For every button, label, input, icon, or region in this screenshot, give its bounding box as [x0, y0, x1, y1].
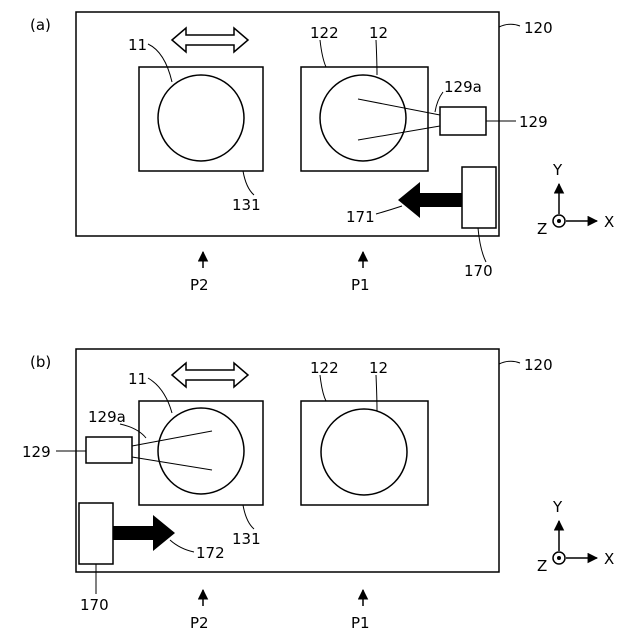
axis-a-x-label: X — [604, 213, 614, 231]
panel-b-tag: (b) — [30, 353, 51, 371]
camera-tip-a-label: 129a — [444, 78, 482, 96]
axes-b: Y X Z — [537, 498, 614, 575]
axis-b-x-label: X — [604, 550, 614, 568]
axis-b-y-label: Y — [552, 498, 563, 516]
stage-left-a — [158, 75, 244, 161]
chamber-a-label: 122 — [310, 24, 339, 42]
stage-right-a-label: 12 — [369, 24, 388, 42]
p1-b-label: P1 — [351, 614, 370, 632]
frame-b-label: 120 — [524, 356, 553, 374]
stage-right-b-leader — [376, 375, 377, 411]
stage-right-b — [321, 409, 407, 495]
arrow-171-leader — [376, 206, 402, 214]
stage-left-a-label: 11 — [128, 36, 147, 54]
camera-tip-b-label: 129a — [88, 408, 126, 426]
chamber-b-label: 122 — [310, 359, 339, 377]
stage-right-b-label: 12 — [369, 359, 388, 377]
plate-b-leader — [243, 505, 254, 529]
arrow-172 — [113, 515, 175, 551]
panel-b: (b) 120 11 131 129a 129 122 12 172 — [22, 349, 614, 632]
double-arrow-a — [172, 28, 248, 52]
panel-a-tag: (a) — [30, 16, 51, 34]
unit-a-leader — [478, 228, 486, 262]
unit-b-label: 170 — [80, 596, 109, 614]
plate-b-label: 131 — [232, 530, 261, 548]
panel-a: (a) 120 11 131 122 12 129a 129 171 — [30, 12, 614, 294]
chamber-a-leader — [320, 40, 326, 67]
stage-left-b — [158, 408, 244, 494]
camera-b-ray-bottom — [132, 457, 212, 470]
axis-a-z-label: Z — [537, 220, 547, 238]
stage-left-a-leader — [148, 44, 172, 82]
unit-b — [79, 503, 113, 564]
camera-b — [86, 437, 132, 463]
stage-left-b-leader — [148, 378, 172, 413]
plate-a-label: 131 — [232, 196, 261, 214]
stage-right-a — [320, 75, 406, 161]
stage-left-b-label: 11 — [128, 370, 147, 388]
axis-a-y-label: Y — [552, 161, 563, 179]
camera-b-ray-top — [132, 431, 212, 446]
plate-a-leader — [243, 171, 254, 195]
chamber-b-leader — [320, 375, 326, 401]
camera-b-label: 129 — [22, 443, 51, 461]
axes-a: Y X Z — [537, 161, 614, 238]
unit-a-label: 170 — [464, 262, 493, 280]
double-arrow-b — [172, 363, 248, 387]
axis-a-z-dot — [557, 219, 561, 223]
frame-b-leader — [499, 361, 520, 364]
p1-a-label: P1 — [351, 276, 370, 294]
axis-b-z-label: Z — [537, 557, 547, 575]
camera-a-label: 129 — [519, 113, 548, 131]
p2-b-label: P2 — [190, 614, 209, 632]
stage-right-a-leader — [376, 40, 377, 75]
chamber-box-b — [301, 401, 428, 505]
p2-a-label: P2 — [190, 276, 209, 294]
arrow-171-label: 171 — [346, 208, 375, 226]
camera-a — [440, 107, 486, 135]
arrow-172-leader — [170, 540, 194, 552]
arrow-172-label: 172 — [196, 544, 225, 562]
camera-tip-b-leader — [120, 424, 146, 438]
arrow-171 — [398, 182, 462, 218]
unit-a — [462, 167, 496, 228]
frame-a-label: 120 — [524, 19, 553, 37]
axis-b-z-dot — [557, 556, 561, 560]
frame-a-leader — [499, 24, 520, 27]
